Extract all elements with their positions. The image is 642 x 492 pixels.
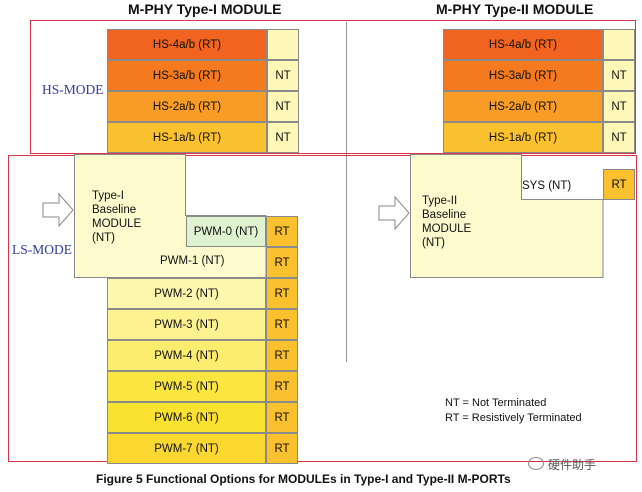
- pwm-row: PWM-4 (NT): [107, 340, 266, 371]
- type1-hs-row: HS-2a/b (RT): [107, 91, 267, 122]
- ls-mode-frame: [8, 155, 637, 462]
- hs-mode-frame: [30, 20, 636, 154]
- pwm-term-cell: RT: [266, 309, 298, 340]
- arrow-right-icon: [42, 192, 74, 228]
- type2-baseline-label: Type-II Baseline MODULE (NT): [422, 195, 472, 249]
- pwm-term-cell: RT: [266, 278, 298, 309]
- column-divider: [346, 22, 347, 362]
- type1-hs-row: HS-1a/b (RT): [107, 122, 267, 153]
- type1-hs-term-cell: NT: [267, 122, 299, 153]
- figure-caption: Figure 5 Functional Options for MODULEs …: [96, 472, 511, 486]
- ls-mode-label: LS-MODE: [12, 242, 72, 257]
- pwm-term-cell: RT: [266, 402, 298, 433]
- sys-label: SYS (NT): [522, 180, 572, 192]
- arrow-right-icon: [378, 195, 410, 231]
- watermark: 硬件助手: [528, 456, 596, 473]
- pwm-term-cell: RT: [266, 247, 298, 278]
- pwm-row: PWM-1 (NT): [160, 255, 225, 267]
- sys-term-cell: RT: [603, 169, 635, 200]
- pwm-row: PWM-7 (NT): [107, 433, 266, 464]
- pwm-row: PWM-6 (NT): [107, 402, 266, 433]
- type1-hs-term-cell: NT: [267, 60, 299, 91]
- type1-hs-term-cell: [267, 29, 299, 60]
- pwm-row: PWM-0 (NT): [186, 216, 266, 247]
- pwm-row: PWM-5 (NT): [107, 371, 266, 402]
- pwm-term-cell: RT: [266, 340, 298, 371]
- pwm-term-cell: RT: [266, 371, 298, 402]
- type2-title: M-PHY Type-II MODULE: [436, 1, 594, 17]
- pwm-term-cell: RT: [266, 216, 298, 247]
- pwm-term-cell: RT: [266, 433, 298, 464]
- type2-hs-term-cell: NT: [603, 122, 635, 153]
- type2-hs-term-cell: NT: [603, 91, 635, 122]
- pwm-row: PWM-2 (NT): [107, 278, 266, 309]
- type2-hs-row: HS-4a/b (RT): [443, 29, 603, 60]
- wechat-icon: [528, 457, 544, 470]
- type2-hs-row: HS-3a/b (RT): [443, 60, 603, 91]
- type2-hs-term-cell: NT: [603, 60, 635, 91]
- type2-hs-row: HS-1a/b (RT): [443, 122, 603, 153]
- type1-baseline-label: Type-I Baseline MODULE (NT): [92, 190, 142, 244]
- type1-hs-row: HS-4a/b (RT): [107, 29, 267, 60]
- type2-hs-term-cell: [603, 29, 635, 60]
- type1-hs-term-cell: NT: [267, 91, 299, 122]
- type1-hs-row: HS-3a/b (RT): [107, 60, 267, 91]
- legend-rt: RT = Resistively Terminated: [445, 412, 582, 424]
- hs-mode-label: HS-MODE: [42, 82, 104, 97]
- legend-nt: NT = Not Terminated: [445, 397, 547, 409]
- type2-hs-row: HS-2a/b (RT): [443, 91, 603, 122]
- pwm-row: PWM-3 (NT): [107, 309, 266, 340]
- type1-title: M-PHY Type-I MODULE: [128, 1, 282, 17]
